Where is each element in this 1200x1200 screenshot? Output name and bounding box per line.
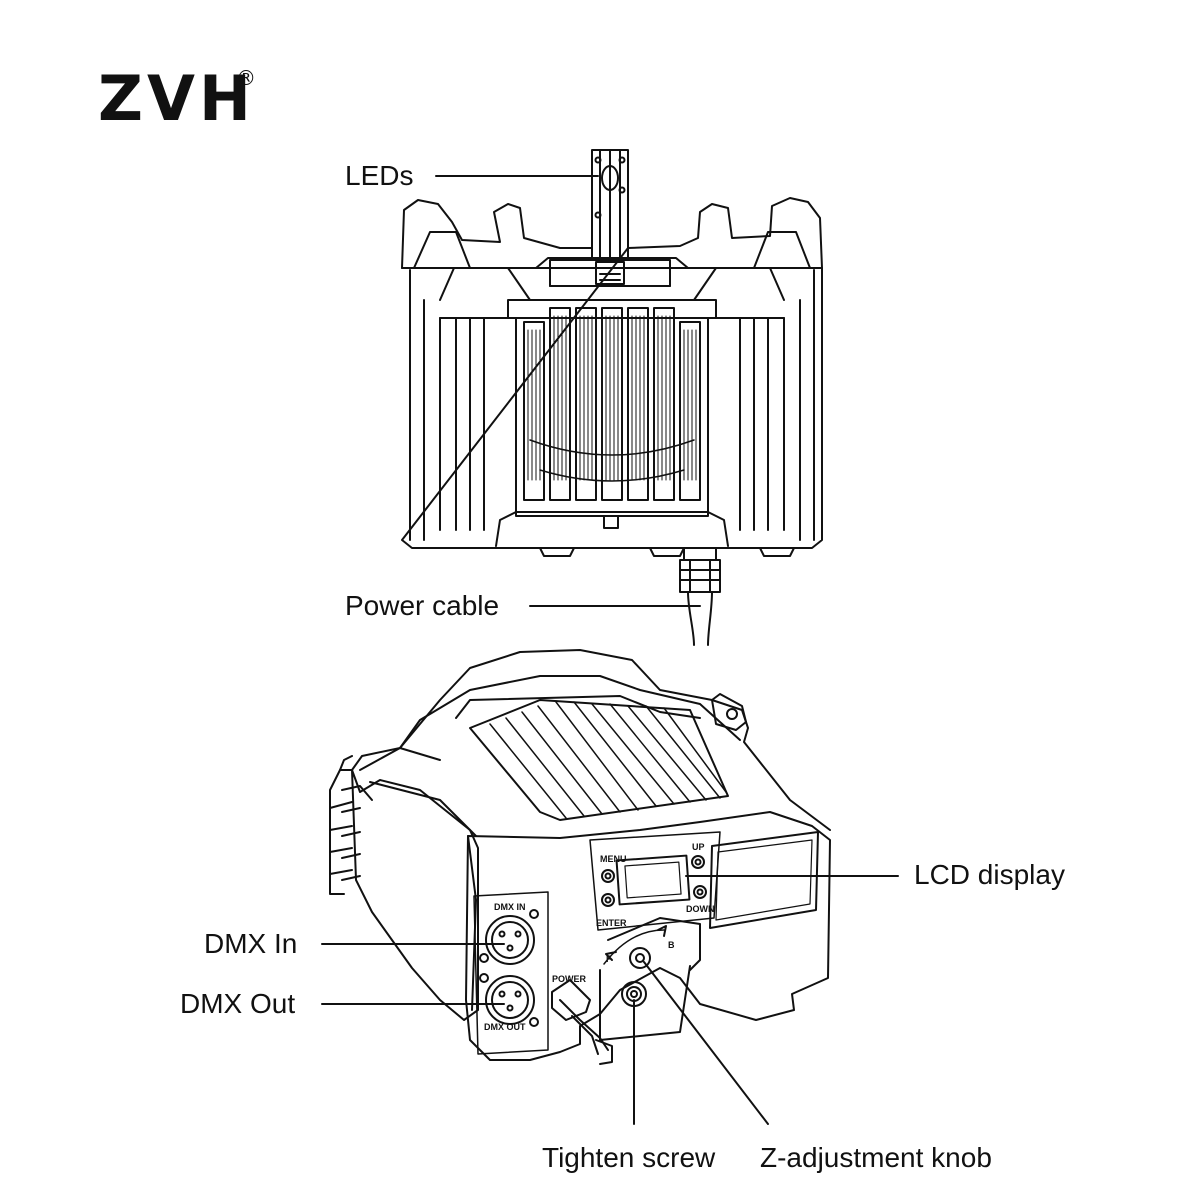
marking-dmx-in: DMX IN: [494, 902, 526, 912]
leader-lines: [321, 175, 899, 1125]
marking-f: F: [606, 954, 612, 964]
marking-menu: MENU: [600, 854, 627, 864]
marking-b: B: [668, 940, 675, 950]
led-bracket: [591, 149, 629, 261]
rear-fins: [489, 701, 727, 819]
leader-z-knob: [643, 961, 769, 1125]
marking-dmx-out: DMX OUT: [484, 1022, 526, 1032]
label-tighten-screw: Tighten screw: [542, 1142, 716, 1173]
z-adjust-knob: [629, 947, 651, 969]
registered-mark: ®: [236, 66, 256, 90]
dmx-out-connector: [479, 973, 539, 1027]
panel-buttons: [601, 855, 707, 907]
label-dmx-out: DMX Out: [180, 988, 296, 1019]
dmx-in-connector: [479, 909, 539, 965]
rear-fixture-view: [329, 649, 831, 1065]
lcd-window: [615, 854, 691, 906]
label-power-cable: Power cable: [345, 590, 500, 621]
label-lcd-display: LCD display: [914, 859, 1065, 890]
marking-up: UP: [692, 842, 705, 852]
marking-down: DOWN: [686, 904, 715, 914]
power-cable: [679, 547, 721, 646]
vent-slats: [523, 307, 701, 501]
top-fixture-view: [401, 149, 823, 646]
power-gland: [551, 979, 613, 1065]
marking-enter: ENTER: [596, 918, 627, 928]
marking-power: POWER: [552, 974, 587, 984]
brand-logo: ZVH: [98, 62, 255, 135]
label-z-adjustment-knob: Z-adjustment knob: [760, 1142, 992, 1173]
label-dmx-in: DMX In: [204, 928, 298, 959]
fin-hatching: [527, 315, 697, 481]
label-leds: LEDs: [345, 160, 414, 191]
